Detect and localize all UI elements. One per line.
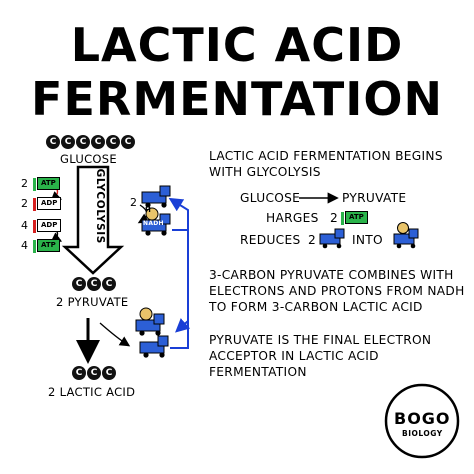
glucose-word: GLUCOSE	[240, 191, 301, 205]
nad-return-connector	[168, 197, 189, 349]
atp-count-2: 4	[21, 239, 28, 252]
para2-line-3: TO FORM 3-CARBON LACTIC ACID	[209, 300, 423, 314]
reduces-word: REDUCES	[240, 233, 301, 247]
para3-line-1: PYRUVATE IS THE FINAL ELECTRON	[209, 333, 432, 347]
adp-count-1: 2	[21, 197, 28, 210]
truck-nadh-mid	[141, 207, 171, 236]
title-line-1: LACTIC ACID	[70, 18, 404, 72]
lactic-acid-label: 2 LACTIC ACID	[48, 385, 136, 399]
logo-circle	[384, 383, 460, 459]
battery-bar	[33, 240, 36, 253]
carbon-atom: C	[121, 135, 135, 149]
intro-line-2: WITH GLYCOLYSIS	[209, 165, 321, 179]
truck-nadh-text	[393, 222, 419, 249]
pyruvate-label: 2 PYRUVATE	[56, 295, 129, 309]
battery-bar	[33, 220, 36, 233]
carbon-atom: C	[76, 135, 90, 149]
electron-curve-arrow	[99, 322, 131, 347]
truck-nad-text	[319, 228, 345, 249]
truck-nad-top	[141, 185, 171, 208]
charges-word: HARGES	[266, 211, 319, 225]
carbon-atom: C	[106, 135, 120, 149]
reduces-count: 2	[308, 233, 317, 247]
glycolysis-arrow	[61, 165, 125, 275]
title-line-2: FERMENTATION	[31, 72, 443, 126]
adp-badge-2: ADP	[37, 219, 62, 232]
charges-count: 2	[330, 211, 339, 225]
glycolysis-label: GLYCOLYSIS	[93, 168, 106, 244]
battery-bar	[33, 198, 36, 211]
battery-bar	[33, 178, 36, 191]
carbon-atom: C	[91, 135, 105, 149]
para2-line-2: ELECTRONS AND PROTONS FROM NADH	[209, 284, 465, 298]
carbon-atom: C	[102, 366, 116, 380]
para3-line-2: ACCEPTOR IN LACTIC ACID	[209, 349, 379, 363]
atp-count-1: 2	[21, 177, 28, 190]
pyruvate-word: PYRUVATE	[342, 191, 407, 205]
pyruvate-carbon-chain: C C C	[72, 277, 116, 291]
para2-line-1: 3-CARBON PYRUVATE COMBINES WITH	[209, 268, 454, 282]
atp-badge-2: ATP	[37, 239, 60, 252]
atp-badge-1: ATP	[37, 177, 60, 190]
adp-badge-1: ADP	[37, 197, 62, 210]
nad-count: 2	[130, 196, 137, 209]
carbon-atom: C	[46, 135, 60, 149]
into-word: INTO	[352, 233, 383, 247]
battery-bar	[341, 212, 344, 225]
nadh-connector	[172, 229, 191, 333]
adp-count-2: 4	[21, 219, 28, 232]
truck-nad-bottom	[139, 335, 169, 358]
logo-bogo: BOGO	[394, 409, 451, 428]
carbon-atom: C	[87, 277, 101, 291]
carbon-atom: C	[102, 277, 116, 291]
charges-atp-badge: ATP	[345, 211, 368, 224]
nadh-truck-label: NADH	[143, 220, 164, 227]
carbon-atom: C	[72, 277, 86, 291]
carbon-atom: C	[72, 366, 86, 380]
carbon-atom: C	[61, 135, 75, 149]
carbon-atom: C	[87, 366, 101, 380]
glucose-carbon-chain: C C C C C C	[46, 135, 135, 149]
logo-biology: BIOLOGY	[402, 429, 443, 438]
truck-nadh-lower	[135, 307, 165, 336]
para3-line-3: FERMENTATION	[209, 365, 307, 379]
intro-line-1: LACTIC ACID FERMENTATION BEGINS	[209, 149, 443, 163]
truck-h-label: H	[145, 206, 152, 214]
glucose-label: GLUCOSE	[60, 152, 117, 166]
lactic-acid-carbon-chain: C C C	[72, 366, 116, 380]
